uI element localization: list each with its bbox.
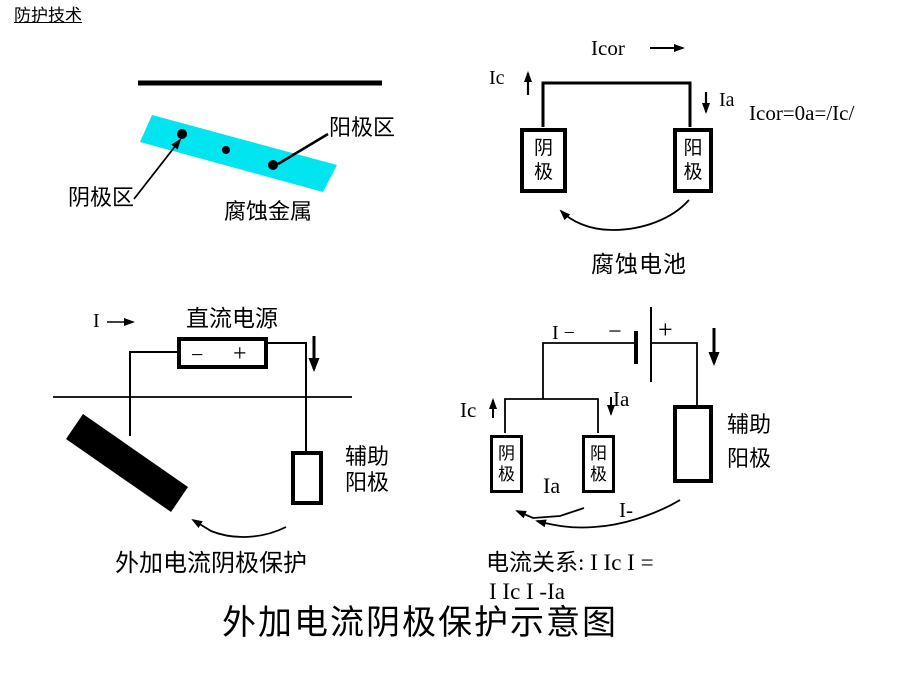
ic-label: Ic xyxy=(489,67,505,89)
ic-label-2: Ic xyxy=(460,398,477,422)
ia-bottom-label: Ia xyxy=(543,473,561,498)
current-relation-line1: 电流关系: I Ic I = xyxy=(486,550,654,575)
plus-terminal-label: + xyxy=(233,341,247,367)
i-return-arrow xyxy=(535,499,681,529)
battery-minus-label: − xyxy=(608,319,622,345)
main-title: 外加电流阴极保护示意图 xyxy=(222,605,618,642)
corrosion-cell-caption: 腐蚀电池 xyxy=(591,252,687,277)
cathode-electrode-label-2: 阴 极 xyxy=(498,443,515,484)
cell-circuit-wire xyxy=(541,81,692,127)
auxiliary-anode-box xyxy=(291,451,323,505)
anode-region-label: 阳极区 xyxy=(329,115,396,140)
cathode-electrode-box: 阴 极 xyxy=(520,128,567,193)
corroding-metal-plate xyxy=(140,115,337,192)
wire-power-to-structure xyxy=(129,351,177,436)
cathode-electrode-box-2: 阴 极 xyxy=(490,435,523,493)
ia-label: Ia xyxy=(719,89,735,111)
wire-battery-left xyxy=(542,342,634,399)
current-relation-line2: I Ic I -Ia xyxy=(489,579,565,604)
corrosion-dot xyxy=(177,129,187,139)
cell-current-return-arrow xyxy=(559,199,690,231)
icor-label: Icor xyxy=(591,36,625,60)
auxiliary-anode-box-2 xyxy=(673,405,713,483)
cathode-region-label: 阴极区 xyxy=(68,185,135,210)
auxiliary-anode-label: 辅助 阳极 xyxy=(345,444,390,495)
cathode-region-pointer-arrow xyxy=(133,138,182,200)
wire-battery-right xyxy=(652,342,698,405)
dc-power-supply-label: 直流电源 xyxy=(186,306,278,331)
auxiliary-anode-label-2: 辅助 阳极 xyxy=(727,412,772,471)
i-label-2: I − xyxy=(552,322,575,344)
wire-power-to-anode xyxy=(268,342,307,451)
wire-splitter xyxy=(504,398,599,433)
iccp-caption: 外加电流阴极保护 xyxy=(115,551,307,577)
anode-electrode-label: 阳 极 xyxy=(683,137,703,183)
slide-nav-title[interactable]: 防护技术 xyxy=(14,6,82,25)
icor-equation: Icor=0a=/Ic/ xyxy=(749,101,855,125)
protected-structure xyxy=(66,414,188,512)
battery-plus-label: + xyxy=(658,315,673,344)
cathode-electrode-label: 阴 极 xyxy=(533,137,553,183)
ia-top-label: Ia xyxy=(613,387,630,411)
dc-power-supply-box: − + xyxy=(177,337,268,369)
protection-current-arrow xyxy=(191,518,287,538)
anode-region-pointer-line xyxy=(277,132,329,166)
current-i-label: I xyxy=(93,310,100,332)
minus-terminal-label: − xyxy=(191,342,204,367)
anode-electrode-box-2: 阳 极 xyxy=(582,435,615,493)
i-minus-label: I- xyxy=(619,498,633,522)
anode-electrode-box: 阳 极 xyxy=(673,128,713,193)
anode-electrode-label-2: 阳 极 xyxy=(590,443,607,484)
corrosion-dot xyxy=(222,146,230,154)
corrosion-dot xyxy=(268,160,278,170)
ia-return-arrow xyxy=(515,507,585,519)
corroding-metal-caption: 腐蚀金属 xyxy=(224,199,313,224)
